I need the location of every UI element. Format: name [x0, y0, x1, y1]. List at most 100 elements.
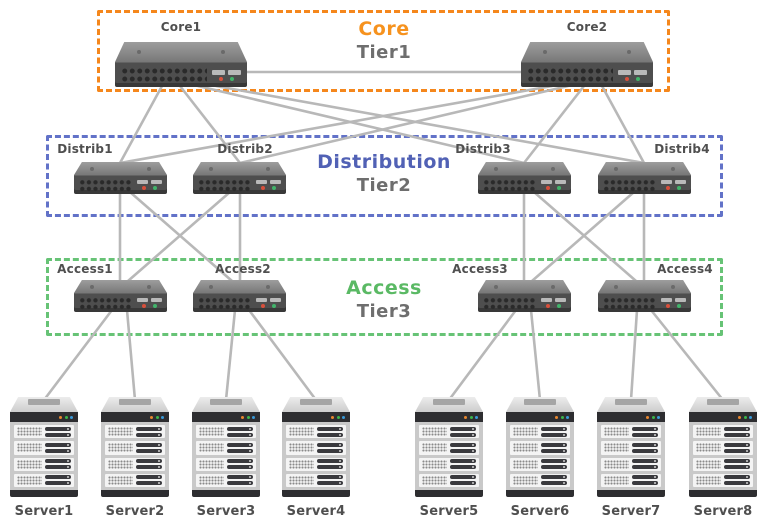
drive — [541, 432, 567, 437]
drive-bay — [14, 441, 74, 455]
switch-core1 — [115, 42, 247, 87]
port-chip — [618, 69, 631, 75]
power-led-green-icon — [469, 415, 473, 419]
drive-bay — [601, 441, 661, 455]
switch-leds — [541, 186, 566, 190]
drive-bay — [419, 425, 479, 439]
status-led-green-icon — [153, 186, 157, 190]
vent-mesh — [422, 427, 447, 437]
power-led-orange-icon — [241, 415, 244, 419]
drive — [724, 465, 750, 470]
drive — [541, 448, 567, 453]
server-body — [192, 422, 260, 490]
drive-stack — [541, 442, 567, 453]
power-led-green-icon — [336, 415, 340, 419]
server-base — [689, 490, 757, 497]
drive-bay — [14, 425, 74, 439]
drive-bay — [693, 441, 753, 455]
status-led-green-icon — [636, 76, 640, 81]
drive-bay — [510, 441, 570, 455]
drive-bay — [601, 425, 661, 439]
server-top-face — [282, 397, 350, 412]
status-led-green-icon — [153, 304, 157, 308]
core-tier-box — [97, 10, 670, 92]
vent-mesh — [513, 443, 538, 453]
switch-label-chips — [137, 298, 162, 302]
server-label-server7: Server7 — [601, 504, 661, 519]
vent-mesh — [17, 443, 42, 453]
switch-ports — [483, 178, 536, 192]
drive-bay — [286, 473, 346, 487]
switch-core2 — [521, 42, 653, 87]
switch-leds — [661, 186, 686, 190]
drive-bay — [693, 457, 753, 471]
drive-bay — [693, 425, 753, 439]
link-core2-distrib4 — [600, 84, 646, 165]
server-label-server6: Server6 — [510, 504, 570, 519]
switch-leds — [137, 186, 162, 190]
drive — [541, 475, 567, 480]
status-led-red-icon — [666, 186, 670, 190]
port-chip — [151, 298, 162, 302]
drive — [450, 432, 476, 437]
drive-bay — [105, 473, 165, 487]
drive-stack — [136, 459, 162, 470]
link-core1-distrib2 — [178, 84, 242, 165]
drive — [136, 448, 162, 453]
drive — [632, 475, 658, 480]
drive — [317, 432, 343, 437]
drive-bay — [601, 473, 661, 487]
access-tier-title: Access — [346, 277, 422, 299]
switch-label-chips — [256, 180, 281, 184]
drive-stack — [541, 459, 567, 470]
drive — [724, 481, 750, 486]
drive — [227, 432, 253, 437]
vent-mesh — [604, 459, 629, 469]
status-led-green-icon — [557, 304, 561, 308]
drive-stack — [724, 426, 750, 437]
vent-mesh — [199, 459, 224, 469]
drive — [724, 426, 750, 431]
switch-indicator-panel — [256, 180, 281, 190]
server-base — [101, 490, 169, 497]
drive-stack — [136, 442, 162, 453]
server-body — [10, 422, 78, 490]
vent-mesh — [199, 427, 224, 437]
switch-access2 — [193, 280, 286, 312]
switch-leds — [541, 304, 566, 308]
switch-top-face — [115, 42, 247, 62]
vent-mesh — [422, 459, 447, 469]
port-chip — [228, 69, 241, 75]
switch-ports — [603, 178, 656, 192]
status-led-green-icon — [677, 186, 681, 190]
drive-bay — [693, 473, 753, 487]
switch-indicator-panel — [137, 180, 162, 190]
drive — [227, 465, 253, 470]
switch-label-access1: Access1 — [57, 262, 113, 276]
switch-indicator-panel — [541, 298, 566, 308]
power-led-orange-icon — [464, 415, 467, 419]
switch-ports — [198, 178, 251, 192]
drive-stack — [450, 442, 476, 453]
status-led-green-icon — [230, 76, 234, 81]
server-top-face — [689, 397, 757, 412]
drive — [227, 475, 253, 480]
drive — [724, 432, 750, 437]
drive — [632, 465, 658, 470]
port-chip — [212, 69, 225, 75]
switch-front-face — [115, 62, 247, 87]
status-led-red-icon — [142, 304, 146, 308]
power-led-blue-icon — [749, 415, 752, 419]
switch-label-chips — [256, 298, 281, 302]
switch-access3 — [478, 280, 571, 312]
switch-label-distrib3: Distrib3 — [455, 142, 511, 156]
server-label-server3: Server3 — [196, 504, 256, 519]
switch-top-face — [478, 162, 571, 175]
link-distrib1-access2 — [128, 190, 234, 283]
server-base — [192, 490, 260, 497]
switch-label-access2: Access2 — [215, 262, 271, 276]
server-body — [282, 422, 350, 490]
switch-label-core1: Core1 — [160, 20, 202, 34]
server-server5 — [415, 397, 483, 497]
